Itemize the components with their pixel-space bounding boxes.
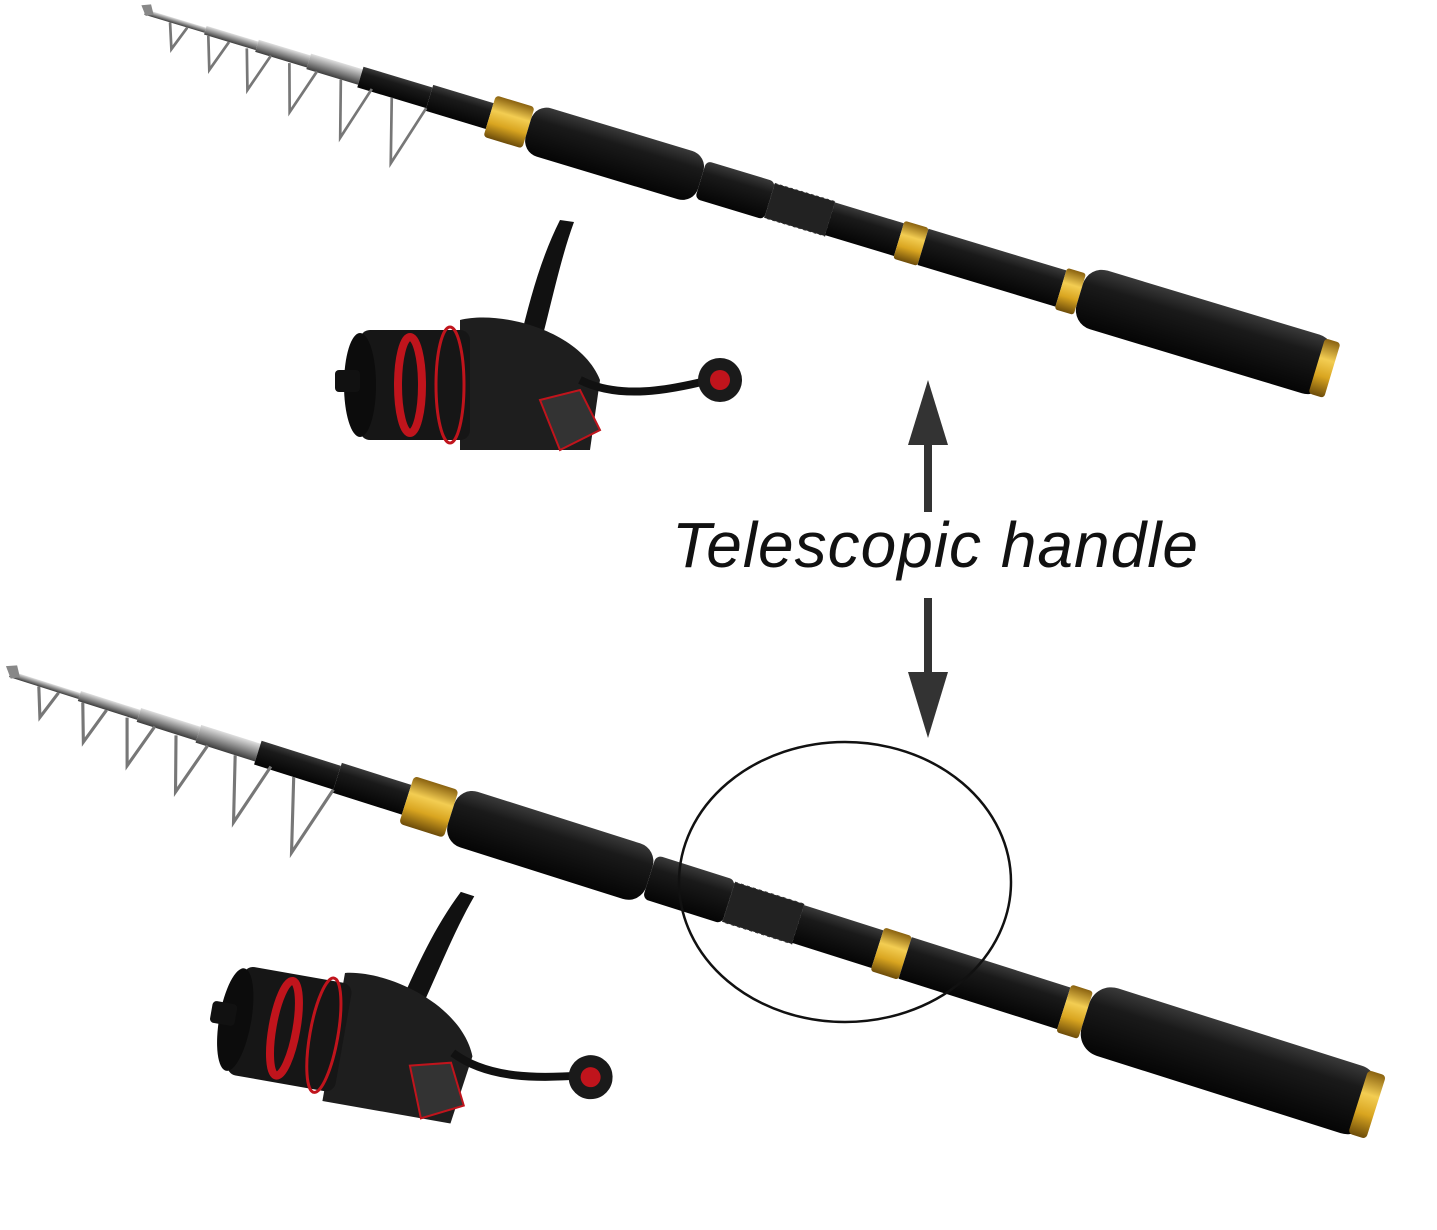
lower-fishing-rod xyxy=(0,636,1389,1191)
annotation-label: Telescopic handle xyxy=(672,509,1199,581)
arrow-down-icon xyxy=(908,598,948,738)
highlight-circle xyxy=(677,740,1013,1024)
upper-fishing-rod xyxy=(117,0,1343,450)
lower-reel xyxy=(199,853,640,1150)
arrow-up-icon xyxy=(908,380,948,512)
upper-reel xyxy=(335,220,742,450)
